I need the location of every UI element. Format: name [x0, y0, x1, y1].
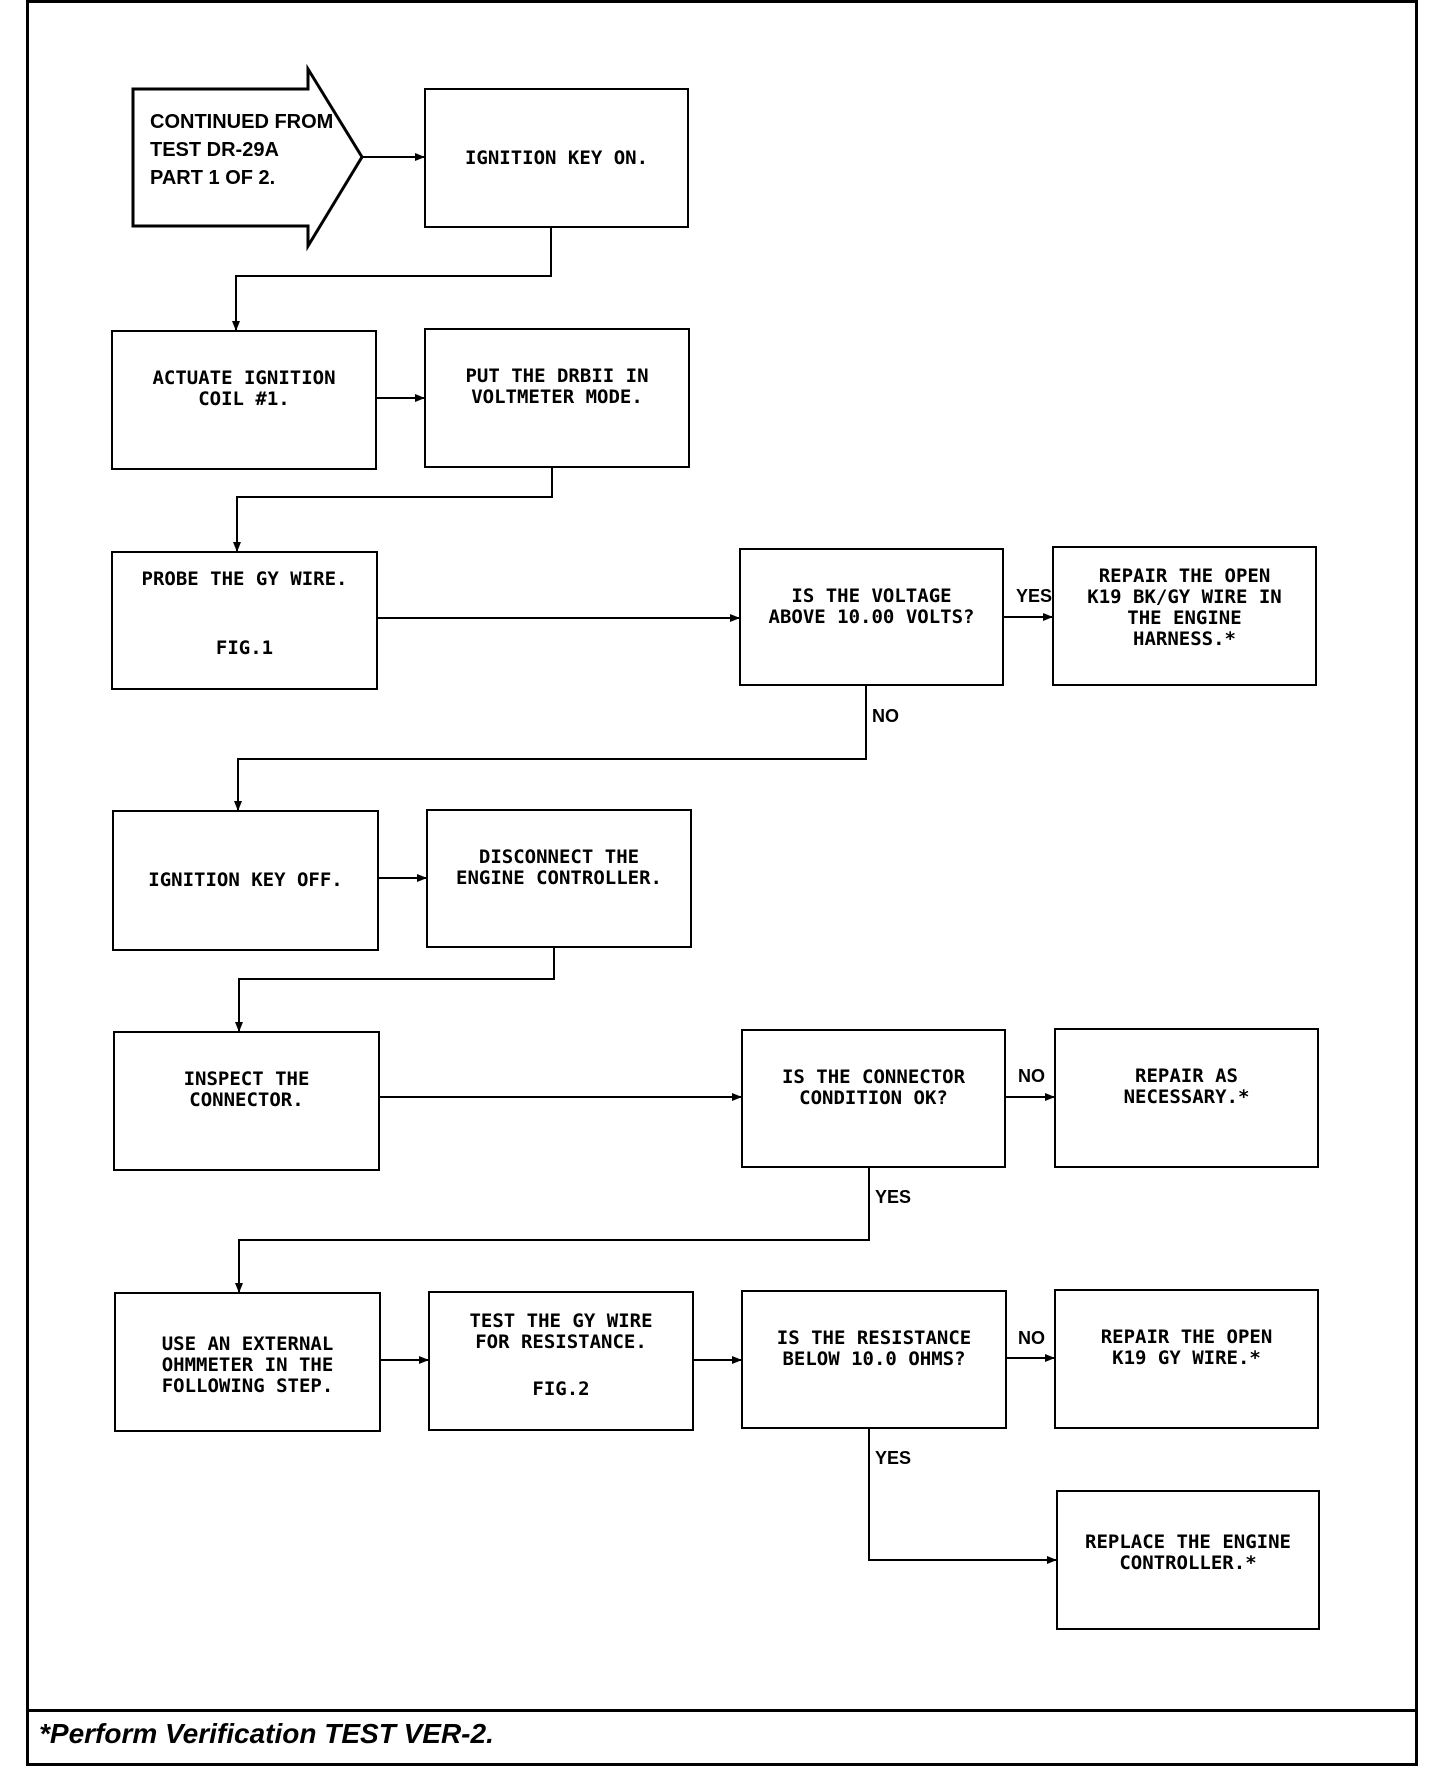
- step-use-ohmmeter: USE AN EXTERNAL OHMMETER IN THE FOLLOWIN…: [114, 1292, 381, 1432]
- result-text: HARNESS.*: [1133, 628, 1236, 650]
- start-arrow-shape: [131, 63, 364, 252]
- step-text: IGNITION KEY ON.: [464, 146, 649, 169]
- step-probe-gy-wire: PROBE THE GY WIRE. FIG.1: [111, 551, 378, 690]
- result-text: K19 GY WIRE.*: [1112, 1347, 1261, 1369]
- result-text: REPAIR THE OPEN: [1100, 1326, 1273, 1348]
- page-frame: *Perform Verification TEST VER-2.: [26, 0, 1418, 1766]
- decision-text: IS THE CONNECTOR: [781, 1066, 966, 1088]
- result-replace-controller: REPLACE THE ENGINE CONTROLLER.*: [1056, 1490, 1320, 1630]
- result-text: REPLACE THE ENGINE: [1085, 1531, 1291, 1553]
- footer-bar: *Perform Verification TEST VER-2.: [29, 1709, 1415, 1763]
- step-disconnect-controller: DISCONNECT THE ENGINE CONTROLLER.: [426, 809, 692, 948]
- step-text: FOR RESISTANCE.: [475, 1331, 647, 1353]
- start-line: CONTINUED FROM: [150, 111, 334, 133]
- decision-text: BELOW 10.0 OHMS?: [782, 1348, 966, 1370]
- step-text: PROBE THE GY WIRE.: [141, 568, 348, 590]
- figure-reference: FIG.1: [215, 637, 274, 659]
- decision-text: ABOVE 10.00 VOLTS?: [768, 606, 975, 628]
- result-text: NECESSARY.*: [1123, 1086, 1250, 1108]
- start-line: PART 1 OF 2.: [150, 167, 276, 189]
- step-text: CONNECTOR.: [189, 1089, 304, 1111]
- start-line: TEST DR-29A: [150, 139, 279, 161]
- connector-disconnect-to-inspect: [235, 948, 555, 1032]
- connector-voltage-no: [234, 686, 867, 811]
- step-text: ENGINE CONTROLLER.: [456, 867, 662, 889]
- decision-text: IS THE RESISTANCE: [776, 1327, 972, 1349]
- step-test-resistance: TEST THE GY WIRE FOR RESISTANCE. FIG.2: [428, 1291, 694, 1431]
- result-text: K19 BK/GY WIRE IN: [1087, 586, 1282, 608]
- connector-resistance-yes: [868, 1429, 1057, 1564]
- result-text: CONTROLLER.*: [1119, 1552, 1257, 1574]
- footer-note: *Perform Verification TEST VER-2.: [39, 1718, 494, 1749]
- decision-text: IS THE VOLTAGE: [791, 585, 952, 607]
- start-arrow-text: CONTINUED FROM TEST DR-29A PART 1 OF 2.: [150, 108, 333, 192]
- step-ignition-key-off: IGNITION KEY OFF.: [112, 810, 379, 951]
- label-voltage-no: NO: [872, 706, 899, 726]
- label-voltage-yes: YES: [1016, 586, 1053, 606]
- connector-connector-yes: [235, 1168, 870, 1293]
- decision-connector-ok: IS THE CONNECTOR CONDITION OK?: [741, 1029, 1006, 1168]
- connector-ignition-on-to-actuate: [232, 228, 552, 331]
- step-text: IGNITION KEY OFF.: [148, 869, 343, 891]
- result-repair-bk-gy-wire: REPAIR THE OPEN K19 BK/GY WIRE IN THE EN…: [1052, 546, 1317, 686]
- result-text: REPAIR THE OPEN: [1098, 565, 1271, 587]
- connector-voltmeter-to-probe: [233, 468, 553, 552]
- step-text: PUT THE DRBII IN: [465, 365, 649, 387]
- step-inspect-connector: INSPECT THE CONNECTOR.: [113, 1031, 380, 1171]
- label-connector-no: NO: [1018, 1066, 1045, 1086]
- step-text: USE AN EXTERNAL: [161, 1333, 334, 1355]
- result-repair-as-necessary: REPAIR AS NECESSARY.*: [1054, 1028, 1319, 1168]
- decision-resistance-below: IS THE RESISTANCE BELOW 10.0 OHMS?: [741, 1290, 1007, 1429]
- step-actuate-ignition-coil: ACTUATE IGNITION COIL #1.: [111, 330, 377, 470]
- step-text: VOLTMETER MODE.: [471, 386, 643, 408]
- step-voltmeter-mode: PUT THE DRBII IN VOLTMETER MODE.: [424, 328, 690, 468]
- figure-reference: FIG.2: [532, 1378, 590, 1400]
- result-text: THE ENGINE: [1127, 607, 1242, 629]
- step-text: INSPECT THE: [183, 1068, 310, 1090]
- step-text: DISCONNECT THE: [478, 846, 640, 868]
- label-connector-yes: YES: [875, 1187, 912, 1207]
- step-text: COIL #1.: [198, 388, 290, 410]
- step-text: FOLLOWING STEP.: [161, 1375, 334, 1397]
- step-text: ACTUATE IGNITION: [152, 367, 336, 389]
- result-text: REPAIR AS: [1135, 1065, 1238, 1087]
- decision-text: CONDITION OK?: [799, 1087, 948, 1109]
- step-text: TEST THE GY WIRE: [469, 1310, 653, 1332]
- label-resistance-no: NO: [1018, 1328, 1045, 1348]
- decision-voltage-above: IS THE VOLTAGE ABOVE 10.00 VOLTS?: [739, 548, 1004, 686]
- step-ignition-key-on: IGNITION KEY ON.: [424, 88, 689, 228]
- step-text: OHMMETER IN THE: [161, 1354, 334, 1376]
- label-resistance-yes: YES: [875, 1448, 912, 1468]
- result-repair-k19-gy-wire: REPAIR THE OPEN K19 GY WIRE.*: [1054, 1289, 1319, 1429]
